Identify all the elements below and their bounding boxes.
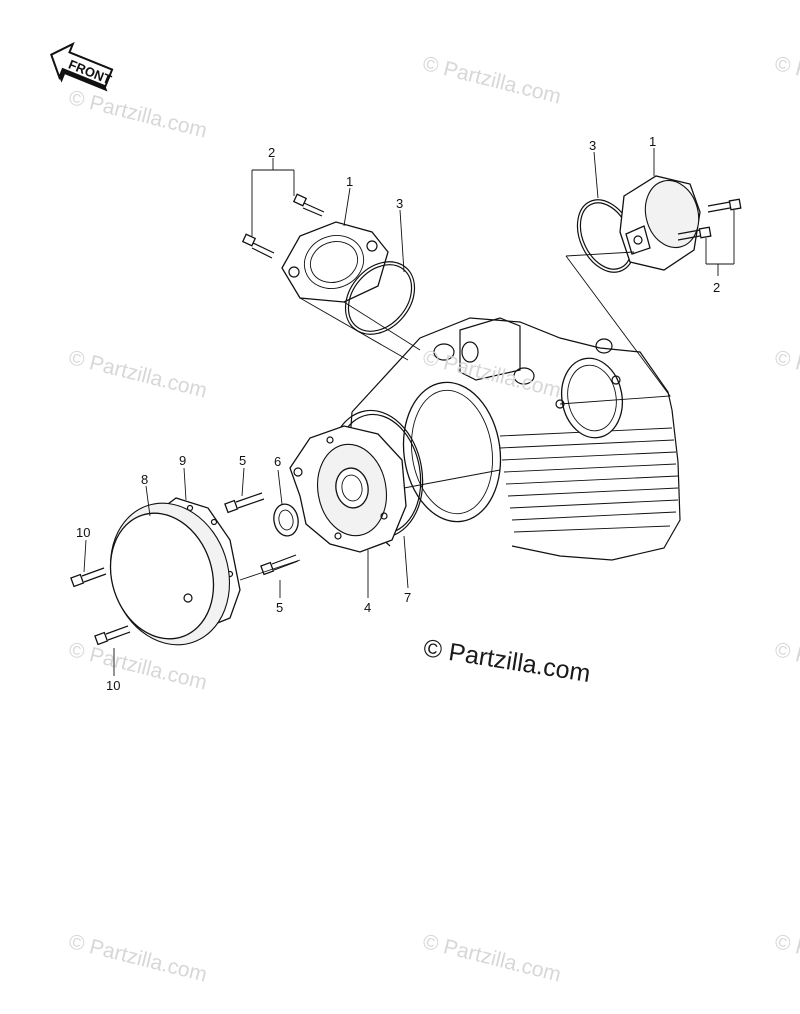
leader-right-to-head (559, 251, 671, 405)
c-8: 8 (141, 472, 148, 487)
c-2-left: 2 (268, 145, 275, 160)
oil-seal-6 (273, 503, 299, 537)
c-1-right: 1 (649, 134, 656, 149)
bolt-5a (224, 492, 265, 514)
c-10-bottom: 10 (106, 678, 120, 693)
c-1-left: 1 (346, 174, 353, 189)
housing-4 (289, 425, 407, 553)
bolt-2d (677, 226, 712, 241)
leader-3-left (399, 209, 405, 273)
bolt-2a (292, 193, 325, 217)
c-3-right: 3 (589, 138, 596, 153)
leader-2-right (705, 210, 735, 276)
bolt-2b (241, 233, 275, 259)
leader-10-top (83, 539, 87, 573)
bolt-10a (70, 567, 107, 588)
front-arrow-icon: FRONT (50, 41, 114, 92)
c-9: 9 (179, 453, 186, 468)
leader-6 (277, 469, 283, 505)
c-5-bottom: 5 (276, 600, 283, 615)
leader-axis (239, 469, 501, 581)
leader-cover-to-head (299, 297, 421, 361)
leader-9 (183, 467, 187, 501)
c-6: 6 (274, 454, 281, 469)
leader-1-left (343, 187, 351, 227)
c-5-top: 5 (239, 453, 246, 468)
cover-8 (109, 502, 231, 646)
cylinder-head (347, 317, 681, 561)
left-upper-cover (281, 221, 389, 303)
bolt-2c (707, 198, 742, 213)
c-3-left: 3 (396, 196, 403, 211)
leader-7 (403, 535, 409, 589)
leader-5-top (241, 467, 245, 497)
bolt-5b (260, 554, 299, 576)
leader-3-right (593, 151, 599, 199)
bolt-10b (94, 625, 131, 646)
leader-2-left (251, 158, 295, 236)
leader-8 (145, 485, 151, 517)
right-upper-cover (619, 175, 701, 271)
c-7: 7 (404, 590, 411, 605)
c-2-right: 2 (713, 280, 720, 295)
c-4: 4 (364, 600, 371, 615)
c-10-top: 10 (76, 525, 90, 540)
